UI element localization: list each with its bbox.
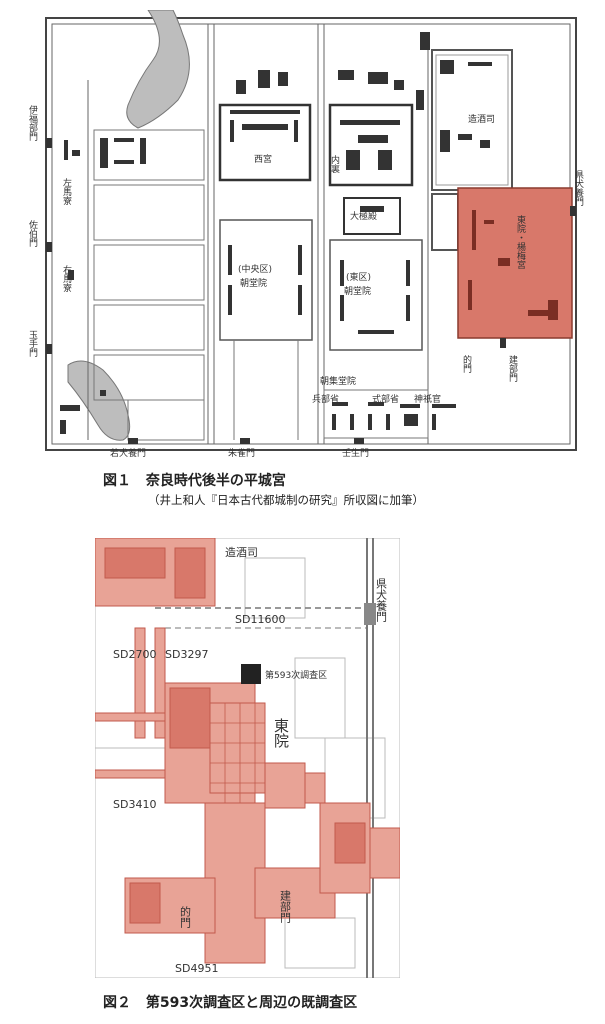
hyobu-label: 兵部省 bbox=[312, 393, 339, 405]
fig2-ato-gate-label: 的門 bbox=[179, 905, 192, 929]
palace-outer-wall bbox=[45, 17, 577, 451]
east-court-label-2: 朝堂院 bbox=[344, 285, 371, 297]
nishimiya-label: 西宮 bbox=[254, 153, 272, 165]
central-court-label-1: (中央区) bbox=[238, 263, 272, 275]
ato-gate-label: 的門 bbox=[461, 354, 472, 374]
north-pond bbox=[126, 10, 190, 129]
figure2-map: 造酒司 SD11600 SD2700 SD3297 第593次調査区 東院 SD… bbox=[95, 538, 400, 978]
nishimiya-compound bbox=[218, 103, 312, 182]
fig2-zoshu-label: 造酒司 bbox=[225, 545, 258, 559]
figure1-caption-text: 奈良時代後半の平城宮 bbox=[145, 473, 286, 489]
figure2-caption-title: 図２ 第593次調査区と周辺の既調査区 bbox=[103, 992, 357, 1012]
saeki-gate-label: 佐伯門 bbox=[28, 219, 38, 248]
fig2-togu-label: 東院 bbox=[272, 718, 290, 749]
left-horse-label: 左馬寮 bbox=[61, 177, 72, 206]
central-court-label-2: 朝堂院 bbox=[240, 277, 267, 289]
togu-label: 東院・楊梅宮 bbox=[515, 214, 526, 270]
fig2-tate-gate-label: 建部門 bbox=[279, 889, 292, 924]
tate-gate-label: 建部門 bbox=[507, 354, 518, 383]
dairi-compound bbox=[328, 103, 414, 187]
daigokuden-compound bbox=[343, 197, 401, 235]
fig2-sd3297-label: SD3297 bbox=[165, 648, 208, 661]
right-horse-label: 右馬寮 bbox=[61, 264, 72, 293]
chosyudo-label: 朝集堂院 bbox=[320, 375, 356, 387]
suzaku-gate-label: 朱雀門 bbox=[228, 447, 255, 459]
izumo-gate-label: 伊福部門 bbox=[28, 104, 38, 142]
survey-593-marker bbox=[241, 664, 261, 684]
zoshu-label: 造酒司 bbox=[468, 113, 495, 125]
fig2-survey593-label: 第593次調査区 bbox=[265, 669, 327, 681]
jingi-label: 神祇官 bbox=[414, 393, 441, 405]
fig2-sd2700-label: SD2700 bbox=[113, 648, 156, 661]
east-court-label-1: (東区) bbox=[346, 271, 371, 283]
dairi-label: 内裏 bbox=[329, 154, 340, 174]
figure1-caption-title: 図１ 奈良時代後半の平城宮 bbox=[103, 470, 286, 490]
figure2-caption-number: 図２ bbox=[103, 995, 131, 1011]
figure1-caption-source: （井上和人『日本古代都城制の研究』所収図に加筆） bbox=[148, 493, 424, 507]
agata-gate-label: 県犬養門 bbox=[573, 170, 584, 207]
figure1-map: 伊福部門 佐伯門 玉手門 左馬寮 右馬寮 西宮 (中央区) 朝堂院 (東区) 朝… bbox=[28, 10, 584, 459]
fig2-agata-gate-label: 県犬養門 bbox=[375, 578, 388, 623]
figure2-caption-text: 第593次調査区と周辺の既調査区 bbox=[145, 995, 358, 1011]
daigokuden-label: 大極殿 bbox=[350, 210, 377, 222]
southwest-pond bbox=[67, 360, 131, 441]
wakainu-gate-label: 若犬養門 bbox=[110, 447, 146, 459]
shikibu-label: 式部省 bbox=[372, 393, 399, 405]
tamate-gate-label: 玉手門 bbox=[28, 330, 38, 358]
fig2-sd3410-label: SD3410 bbox=[113, 798, 156, 811]
fig2-sd4951-label: SD4951 bbox=[175, 962, 218, 975]
mibu-gate-label: 壬生門 bbox=[342, 447, 369, 459]
fig2-sd11600-label: SD11600 bbox=[235, 613, 285, 626]
figure1-caption-number: 図１ bbox=[103, 473, 131, 489]
